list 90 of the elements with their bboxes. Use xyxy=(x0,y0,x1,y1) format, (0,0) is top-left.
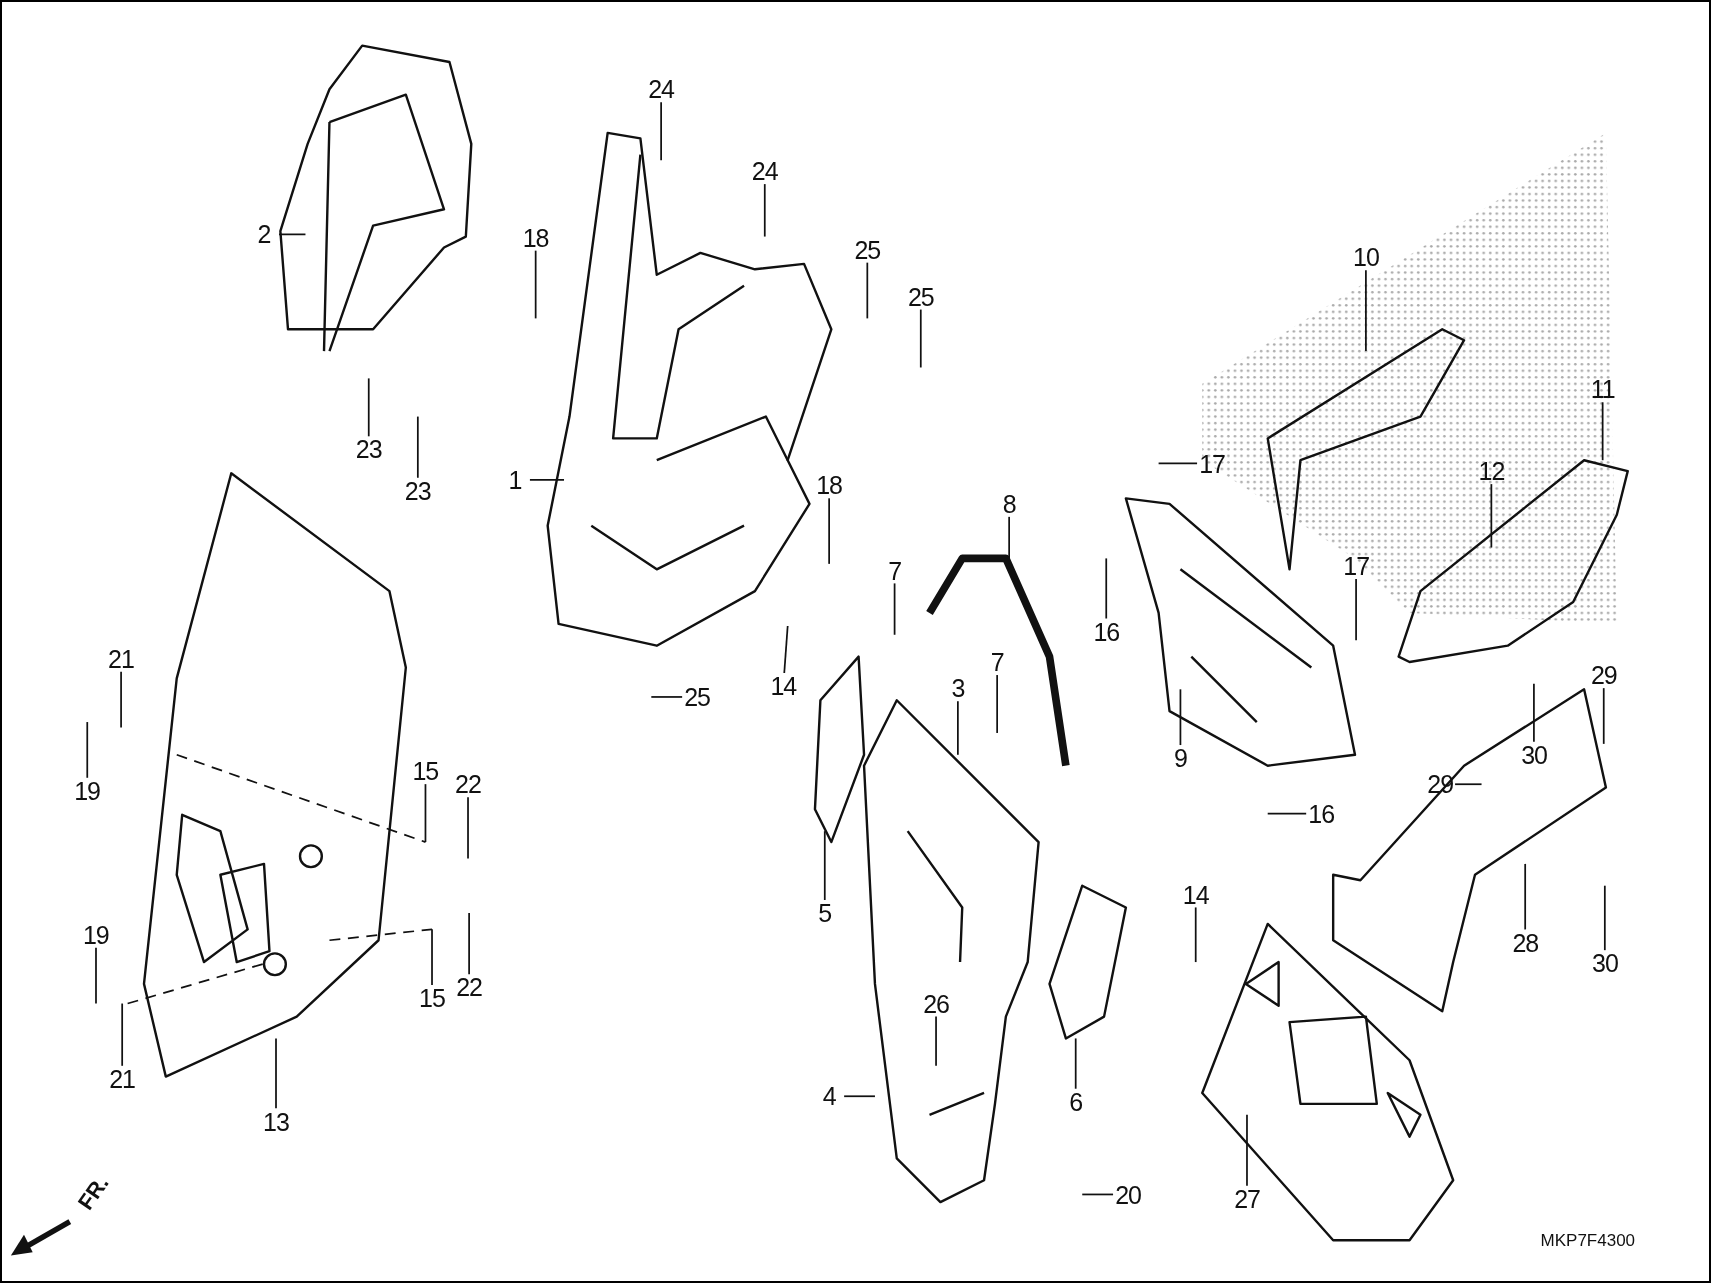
leader-line xyxy=(95,946,97,1005)
leader-line xyxy=(660,101,662,162)
callout-number: 8 xyxy=(991,488,1028,519)
callout-number: 13 xyxy=(257,1106,294,1137)
callout-number: 27 xyxy=(1229,1184,1266,1215)
leader-line xyxy=(1246,1113,1248,1187)
leader-line xyxy=(275,1037,277,1110)
leader-line xyxy=(424,783,427,843)
leader-line xyxy=(843,1095,876,1098)
callout-number: 30 xyxy=(1516,739,1553,770)
leader-line xyxy=(763,183,766,238)
leader-line xyxy=(120,670,122,729)
callout-number: 23 xyxy=(350,434,387,465)
leader-line xyxy=(534,249,537,320)
leader-line xyxy=(121,1002,124,1067)
callout-number: 30 xyxy=(1586,948,1623,979)
leader-line xyxy=(1533,683,1535,743)
leader-line xyxy=(996,674,999,734)
callout-number: 9 xyxy=(1162,743,1199,774)
leader-line xyxy=(1490,483,1493,549)
leader-line xyxy=(1105,557,1108,620)
callout-number: 16 xyxy=(1088,616,1125,647)
leader-line xyxy=(1081,1193,1114,1196)
callout-number: 7 xyxy=(876,555,913,586)
callout-number: 14 xyxy=(765,671,802,702)
leader-line xyxy=(468,912,470,976)
leader-line xyxy=(86,721,89,779)
leader-line xyxy=(367,377,370,438)
callout-number: 5 xyxy=(806,898,843,929)
leader-line xyxy=(1524,863,1527,931)
leader-line xyxy=(416,415,419,479)
callout-number: 3 xyxy=(939,673,976,704)
callout-number: 1 xyxy=(496,464,533,495)
callout-number: 18 xyxy=(517,222,554,253)
leader-line xyxy=(1601,401,1604,462)
leader-line xyxy=(431,928,433,986)
leader-line xyxy=(823,830,826,901)
callout-number: 4 xyxy=(811,1081,848,1112)
callout-number: 21 xyxy=(104,1064,141,1094)
callout-number: 2 xyxy=(245,219,282,250)
leader-line xyxy=(1157,462,1198,465)
callout-number: 17 xyxy=(1338,551,1375,582)
callout-number: 6 xyxy=(1057,1086,1094,1117)
leader-line xyxy=(828,497,830,565)
callout-number: 22 xyxy=(449,769,486,800)
front-direction-label: FR. xyxy=(73,1171,115,1216)
callout-number: 29 xyxy=(1585,660,1622,691)
leader-line xyxy=(893,582,896,636)
callout-number: 22 xyxy=(451,972,488,1003)
callout-number: 11 xyxy=(1584,374,1621,405)
callout-number: 25 xyxy=(849,234,886,265)
callout-number: 15 xyxy=(407,756,444,787)
callout-number: 25 xyxy=(679,682,716,713)
callout-number: 17 xyxy=(1194,448,1231,479)
leader-line xyxy=(1074,1037,1077,1090)
callout-number: 12 xyxy=(1473,456,1510,487)
callout-number: 19 xyxy=(77,919,114,950)
callout-number: 20 xyxy=(1110,1179,1147,1210)
callout-number: 24 xyxy=(746,156,783,187)
leader-line xyxy=(1179,688,1182,746)
callout-number: 18 xyxy=(811,470,848,501)
callout-number: 14 xyxy=(1177,879,1214,910)
callout-number: 16 xyxy=(1303,798,1340,829)
leader-line xyxy=(957,700,959,756)
callout-number: 23 xyxy=(399,475,436,506)
callout-number: 24 xyxy=(643,74,680,105)
leader-line xyxy=(783,625,789,674)
callout-number: 19 xyxy=(69,775,106,806)
leader-line xyxy=(1355,578,1357,642)
callout-number: 15 xyxy=(413,983,450,1014)
leader-line xyxy=(1194,906,1197,963)
leader-line xyxy=(1602,687,1605,745)
callout-number: 26 xyxy=(918,988,955,1019)
callout-number: 21 xyxy=(102,643,139,674)
leader-line xyxy=(1454,783,1483,786)
leader-line xyxy=(935,1015,937,1067)
callout-number: 25 xyxy=(902,281,939,312)
diagram-code: MKP7F4300 xyxy=(1540,1230,1636,1251)
leader-line xyxy=(467,796,469,860)
leader-line xyxy=(650,696,683,698)
callout-number: 7 xyxy=(979,647,1016,678)
leader-line xyxy=(1365,269,1367,352)
callout-number: 10 xyxy=(1348,242,1384,273)
leader-line xyxy=(866,261,869,320)
leader-line xyxy=(919,308,922,369)
leader-line xyxy=(278,233,307,236)
leader-line xyxy=(529,478,565,481)
callout-number: 28 xyxy=(1507,927,1544,958)
leader-line xyxy=(1603,884,1606,952)
leader-line xyxy=(1266,812,1308,815)
